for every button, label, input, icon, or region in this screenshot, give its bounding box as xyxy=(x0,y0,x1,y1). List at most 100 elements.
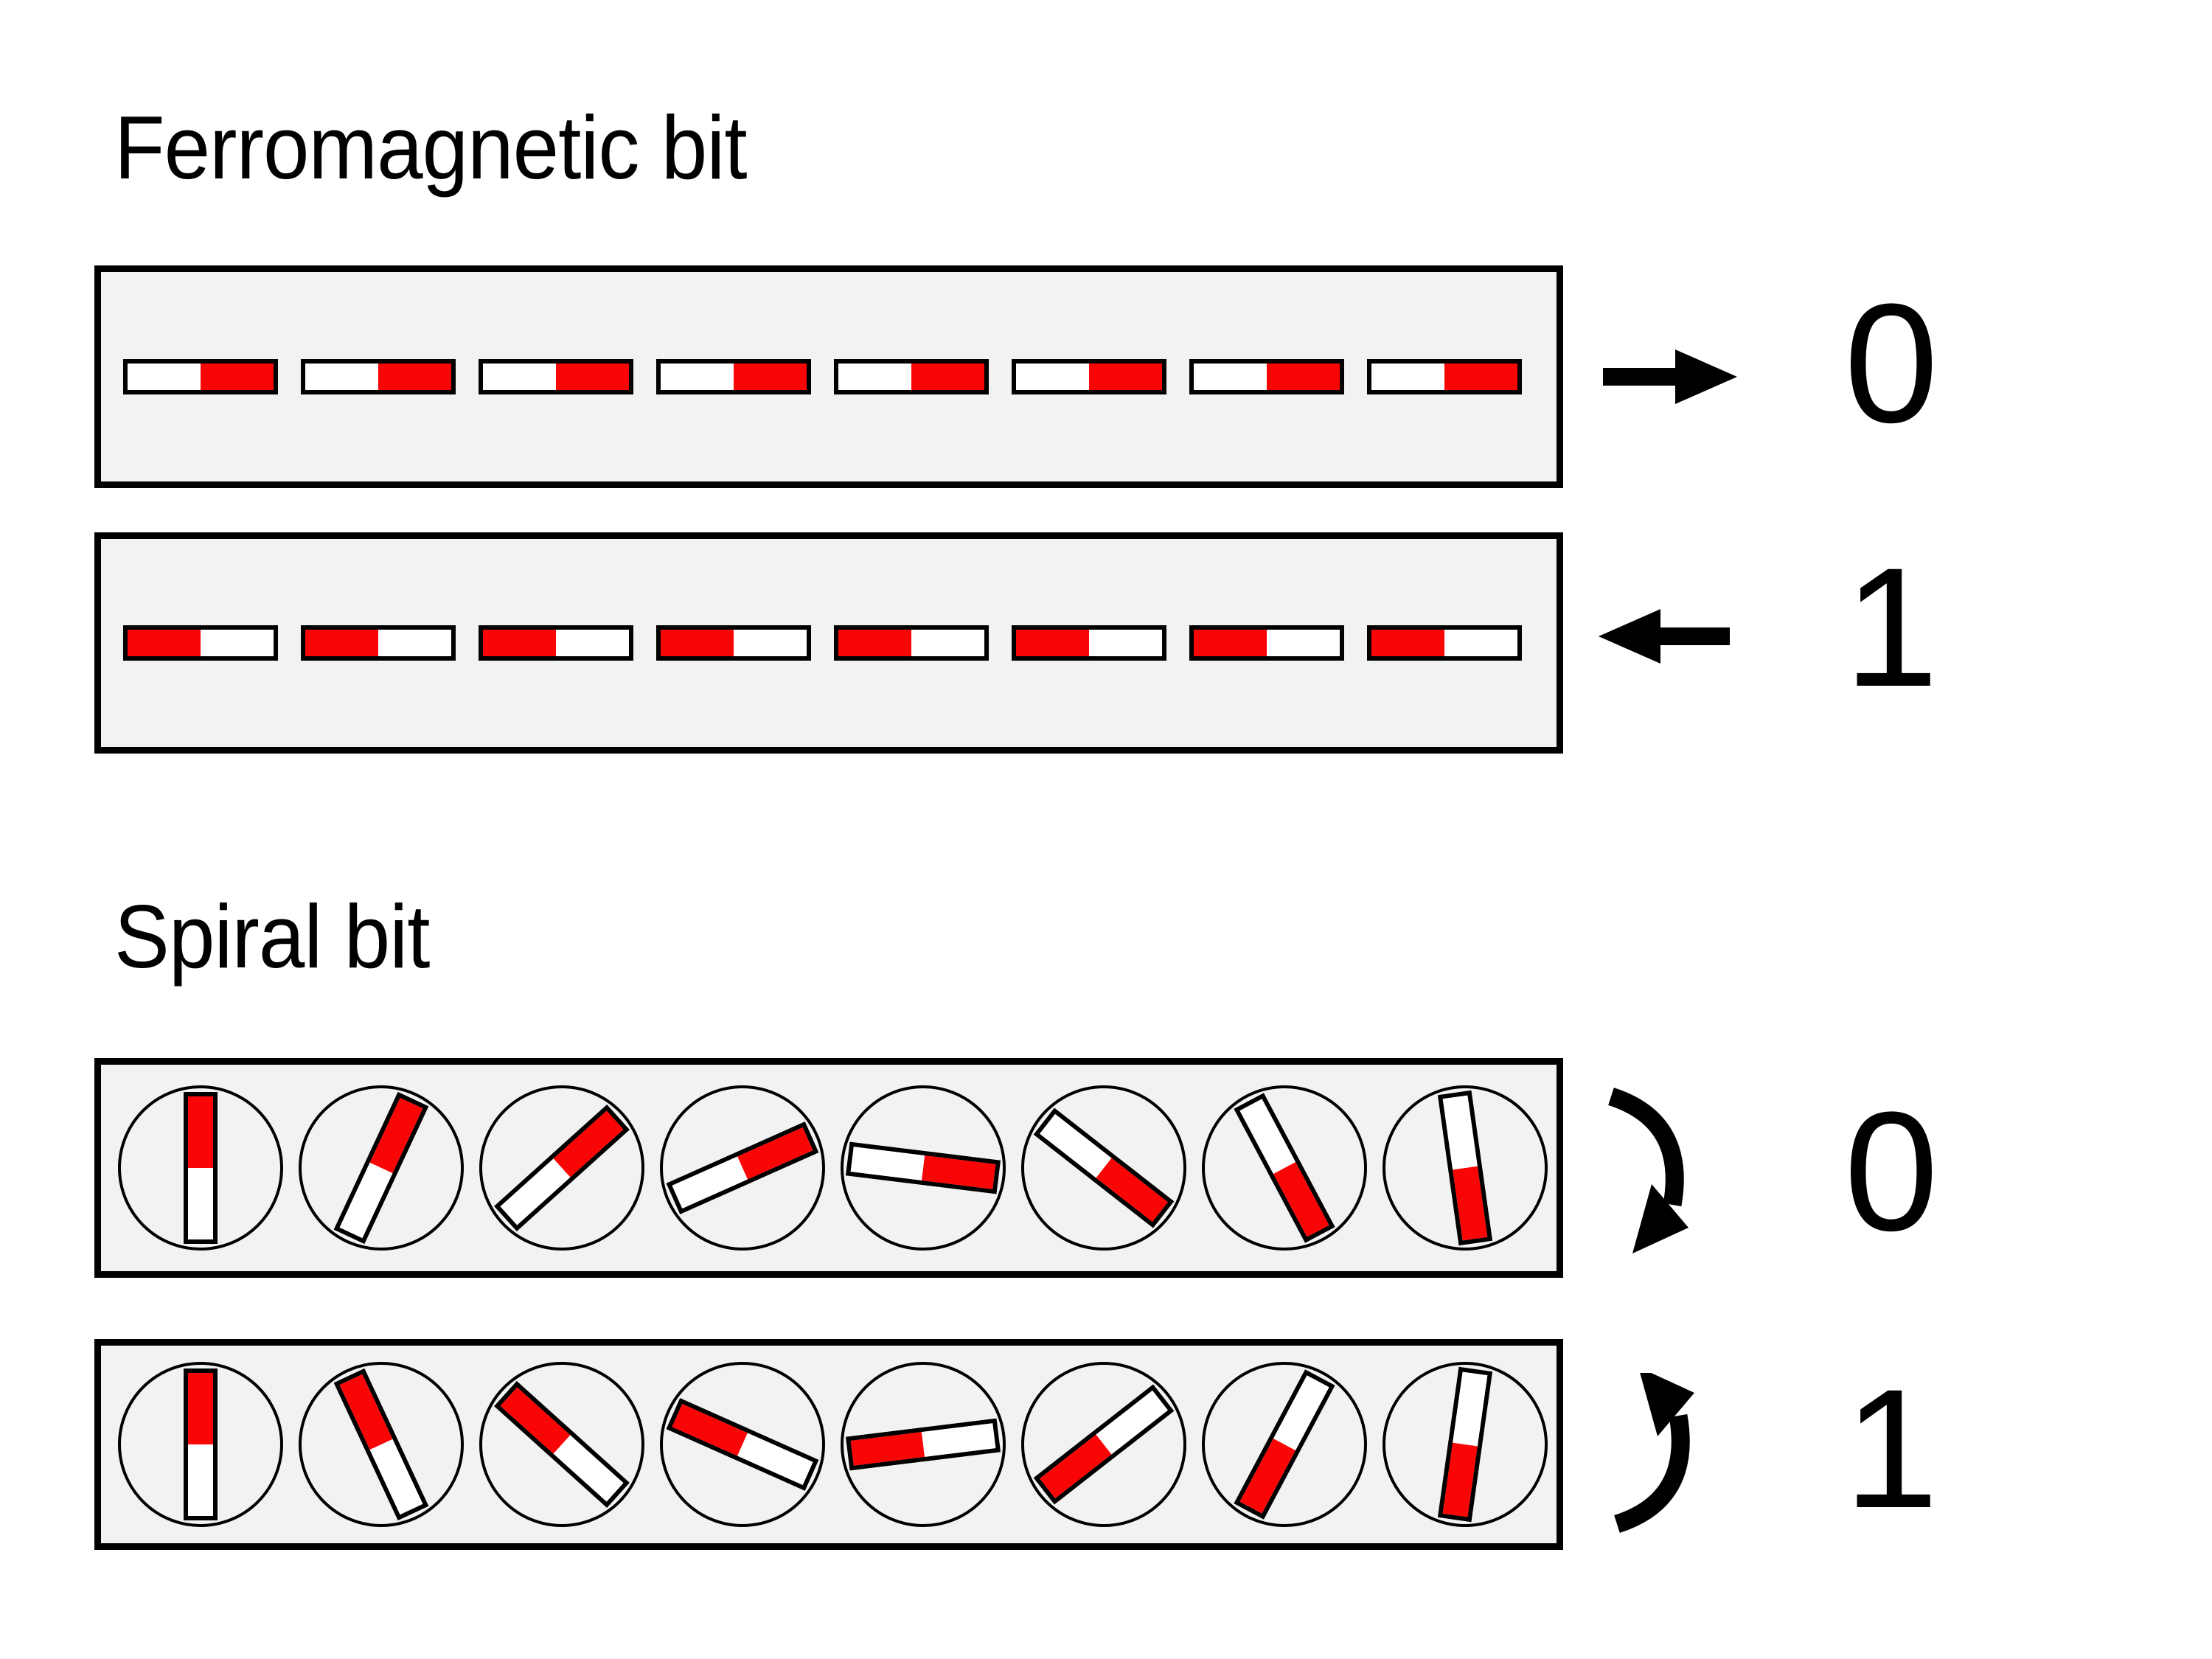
ferro-bit1-label: 1 xyxy=(1844,532,1938,722)
magnet-south-pole xyxy=(1096,1390,1168,1455)
magnet-north-pole xyxy=(672,1404,748,1456)
bar-magnet xyxy=(123,359,278,394)
magnet-north-pole xyxy=(850,1432,925,1466)
rotated-bar-magnet xyxy=(494,1380,630,1509)
magnet-south-pole xyxy=(201,630,274,656)
moment-circle xyxy=(479,1085,644,1251)
rotated-bar-magnet xyxy=(333,1368,429,1521)
moment-circle xyxy=(299,1362,464,1527)
magnet-north-pole xyxy=(1442,1442,1478,1517)
magnet-south-pole xyxy=(483,364,556,390)
moment-circle xyxy=(1202,1085,1367,1251)
bar-magnet xyxy=(479,359,633,394)
magnet-north-pole xyxy=(1267,364,1340,390)
magnet-south-pole xyxy=(1273,1375,1329,1450)
bar-magnet xyxy=(1189,625,1344,661)
magnet-north-pole xyxy=(553,1110,624,1178)
moment-circle xyxy=(118,1362,283,1527)
magnet-north-pole xyxy=(661,630,734,656)
moment-circle xyxy=(1021,1085,1186,1251)
bar-magnet xyxy=(656,625,811,661)
moment-circle xyxy=(1202,1362,1367,1527)
magnet-north-pole xyxy=(911,364,984,390)
magnet-south-pole xyxy=(850,1147,925,1180)
rotated-bar-magnet xyxy=(666,1398,819,1491)
bar-magnet xyxy=(656,359,811,394)
moment-circle xyxy=(479,1362,644,1527)
magnet-north-pole xyxy=(483,630,556,656)
magnet-south-pole xyxy=(339,1162,393,1239)
magnet-north-pole xyxy=(1453,1166,1488,1241)
magnet-south-pole xyxy=(1089,630,1162,656)
magnet-north-pole xyxy=(188,1096,213,1168)
magnet-south-pole xyxy=(911,630,984,656)
bar-magnet xyxy=(834,625,989,661)
spiral-bit0-label: 0 xyxy=(1844,1077,1938,1266)
bar-magnet xyxy=(1367,359,1522,394)
magnet-north-pole xyxy=(1096,1158,1168,1222)
rotated-bar-magnet xyxy=(845,1418,1001,1471)
rotated-bar-magnet xyxy=(184,1368,218,1520)
magnet-north-pole xyxy=(1371,630,1444,656)
magnet-south-pole xyxy=(556,630,629,656)
spiral-bit0-box xyxy=(94,1058,1563,1278)
rotated-bar-magnet xyxy=(1234,1093,1335,1243)
magnet-north-pole xyxy=(378,364,451,390)
magnet-north-pole xyxy=(1089,364,1162,390)
magnet-north-pole xyxy=(734,364,807,390)
moment-circle xyxy=(118,1085,283,1251)
moment-circle xyxy=(1021,1362,1186,1527)
spiral-section-title: Spiral bit xyxy=(114,886,430,987)
bar-magnet xyxy=(301,359,456,394)
moment-circle xyxy=(299,1085,464,1251)
bar-magnet xyxy=(1367,625,1522,661)
magnet-north-pole xyxy=(1194,630,1267,656)
rotated-bar-magnet xyxy=(1033,1384,1175,1505)
magnet-north-pole xyxy=(1444,364,1517,390)
magnet-south-pole xyxy=(838,364,911,390)
bar-magnet xyxy=(1189,359,1344,394)
ferro-bit0-label: 0 xyxy=(1844,268,1938,458)
magnet-north-pole xyxy=(1273,1162,1329,1237)
rotate-clockwise-arrow-icon xyxy=(1607,1088,1688,1253)
moment-circle xyxy=(841,1085,1006,1251)
magnet-north-pole xyxy=(201,364,274,390)
bar-magnet xyxy=(301,625,456,661)
magnet-north-pole xyxy=(500,1387,571,1454)
magnet-south-pole xyxy=(661,364,734,390)
magnet-south-pole xyxy=(188,1444,213,1516)
moment-circle xyxy=(841,1362,1006,1527)
magnet-north-pole xyxy=(556,364,629,390)
left-arrow-icon xyxy=(1599,609,1730,664)
moment-circle xyxy=(660,1362,825,1527)
magnet-south-pole xyxy=(1040,1113,1112,1178)
magnet-south-pole xyxy=(128,364,201,390)
rotated-bar-magnet xyxy=(184,1092,218,1244)
magnet-north-pole xyxy=(305,630,378,656)
magnet-south-pole xyxy=(1267,630,1340,656)
rotated-bar-magnet xyxy=(1437,1366,1493,1523)
magnet-south-pole xyxy=(369,1439,423,1515)
ferromagnetic-section-title: Ferromagnetic bit xyxy=(114,97,748,198)
magnet-south-pole xyxy=(500,1158,571,1225)
magnet-south-pole xyxy=(1371,364,1444,390)
moment-circle xyxy=(1382,1362,1548,1527)
magnet-north-pole xyxy=(369,1097,423,1174)
magnet-south-pole xyxy=(378,630,451,656)
moment-circle xyxy=(1382,1085,1548,1251)
bar-magnet xyxy=(123,625,278,661)
rotated-bar-magnet xyxy=(1033,1107,1175,1228)
magnet-north-pole xyxy=(188,1373,213,1444)
ferro-bit0-box xyxy=(94,265,1563,488)
rotate-counterclockwise-arrow-icon xyxy=(1613,1373,1694,1533)
magnet-south-pole xyxy=(921,1423,996,1457)
magnet-north-pole xyxy=(838,630,911,656)
magnet-south-pole xyxy=(1442,1095,1478,1170)
magnet-south-pole xyxy=(734,630,807,656)
rotated-bar-magnet xyxy=(494,1104,630,1232)
rotated-bar-magnet xyxy=(1234,1369,1335,1520)
magnet-south-pole xyxy=(305,364,378,390)
magnet-north-pole xyxy=(128,630,201,656)
moment-circle xyxy=(660,1085,825,1251)
